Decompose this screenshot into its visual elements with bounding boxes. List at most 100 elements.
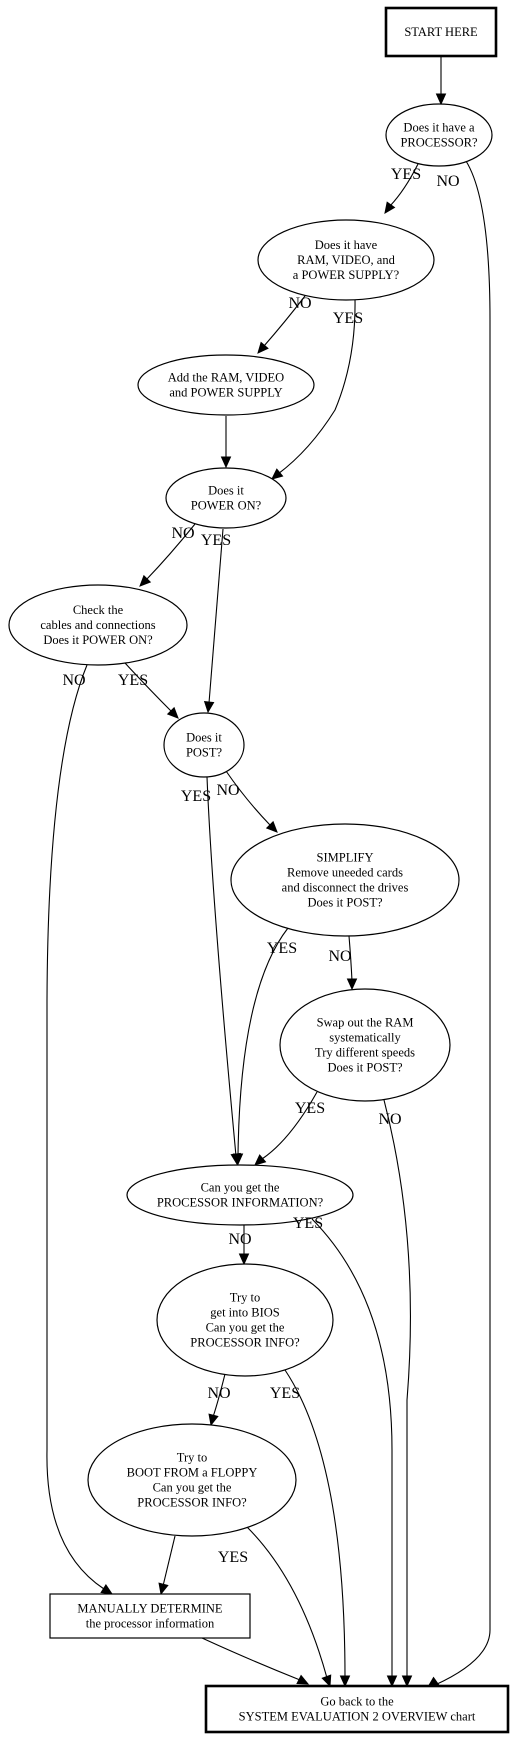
edge-line (383, 1099, 411, 1678)
edge-label-floppy-to-goback: YES (218, 1549, 248, 1566)
edge-processor-to-ram (384, 163, 419, 214)
goback-box (204, 1684, 510, 1734)
swap-ellipse (279, 988, 451, 1102)
start-box (384, 6, 498, 58)
edge-procinfo-to-bios (238, 1225, 250, 1266)
edge-processor-to-goback (427, 160, 491, 1688)
start-label-line-1: START HERE (404, 25, 478, 39)
goback-label-line-1: Go back to the (320, 1695, 394, 1709)
edge-swap-to-procinfo (254, 1091, 318, 1166)
edge-line (124, 662, 173, 713)
edge-power-to-post (203, 528, 224, 714)
edge-cables-to-post (124, 662, 179, 719)
edge-bios-to-goback (284, 1369, 351, 1688)
bios-label-line-3: Can you get the (206, 1321, 285, 1335)
arrowhead (166, 706, 179, 719)
manual-box (49, 1593, 251, 1639)
edge-line (434, 160, 491, 1686)
ram-label-line-2: RAM, VIDEO, and (297, 253, 395, 267)
processor-label-line-2: PROCESSOR? (400, 136, 478, 150)
arrowhead (384, 201, 396, 214)
bios-ellipse (156, 1263, 334, 1377)
manual-label-line-2: the processor information (86, 1617, 215, 1631)
cables-label-line-1: Check the (73, 603, 124, 617)
simplify-label-line-1: SIMPLIFY (317, 851, 374, 865)
edges-layer (46, 56, 491, 1688)
cables-label-line-3: Does it POWER ON? (43, 633, 153, 647)
edge-label-cables-to-post: YES (118, 672, 148, 689)
goback-label-line-2: SYSTEM EVALUATION 2 OVERVIEW chart (239, 1710, 476, 1724)
edge-line (261, 1091, 318, 1160)
processor-label-line-1: Does it have a (403, 121, 475, 135)
edge-simplify-to-swap (346, 935, 358, 991)
ram-ellipse (257, 219, 435, 301)
arrowhead (339, 1675, 351, 1688)
edge-label-bios-to-floppy: NO (207, 1385, 230, 1402)
arrowhead (238, 1253, 250, 1266)
edge-line (212, 1373, 226, 1418)
edge-label-cables-to-manual: NO (62, 672, 85, 689)
edge-cables-to-manual (46, 664, 114, 1595)
edge-simplify-to-procinfo (232, 927, 289, 1166)
edge-label-post-to-procinfo: YES (181, 788, 211, 805)
arrowhead (321, 1674, 332, 1688)
edge-label-swap-to-procinfo: YES (295, 1100, 325, 1117)
arrowhead (265, 820, 278, 833)
edge-ram-to-power (271, 298, 356, 480)
edge-floppy-to-manual (158, 1535, 176, 1596)
edge-label-power-to-post: YES (201, 532, 231, 549)
edge-line (389, 163, 419, 207)
edge-post-to-simplify (225, 770, 278, 833)
edge-line (206, 776, 237, 1157)
edge-line (348, 935, 353, 982)
edge-swap-to-goback (383, 1099, 413, 1688)
edge-post-to-procinfo (206, 776, 241, 1166)
arrowhead (254, 1154, 267, 1166)
floppy-label-line-2: BOOT FROM a FLOPPY (127, 1466, 258, 1480)
arrowhead (100, 1583, 114, 1595)
simplify-label-line-3: and disconnect the drives (282, 881, 409, 895)
procinfo-ellipse (126, 1164, 354, 1226)
edge-label-swap-to-goback: NO (378, 1111, 401, 1128)
power-ellipse (165, 467, 287, 529)
swap-label-line-4: Does it POST? (328, 1061, 403, 1075)
edge-line (201, 1637, 301, 1681)
arrowhead (232, 1153, 244, 1166)
edge-line (311, 1218, 393, 1678)
edge-label-post-to-simplify: NO (216, 782, 239, 799)
edge-bios-to-floppy (208, 1373, 226, 1427)
simplify-label-line-2: Remove uneeded cards (287, 866, 403, 880)
bios-label-line-1: Try to (230, 1291, 260, 1305)
arrowhead (271, 468, 284, 480)
floppy-ellipse (87, 1423, 297, 1537)
arrowhead (220, 456, 232, 469)
add-label-line-2: and POWER SUPPLY (169, 386, 282, 400)
procinfo-label-line-1: Can you get the (201, 1181, 280, 1195)
processor-ellipse (385, 103, 493, 167)
edge-procinfo-to-goback (311, 1218, 398, 1688)
edge-label-procinfo-to-bios: NO (228, 1231, 251, 1248)
power-label-line-2: POWER ON? (191, 499, 262, 513)
floppy-label-line-4: PROCESSOR INFO? (137, 1496, 247, 1510)
edge-label-processor-to-goback: NO (436, 173, 459, 190)
edge-floppy-to-goback (246, 1526, 332, 1688)
swap-label-line-2: systematically (329, 1031, 401, 1045)
edge-line (145, 523, 196, 581)
edge-add-to-power (220, 416, 232, 469)
edge-line (237, 927, 289, 1157)
edge-line (208, 528, 224, 704)
add-label-line-1: Add the RAM, VIDEO (168, 371, 284, 385)
arrowhead (296, 1674, 310, 1685)
arrowhead (401, 1675, 413, 1688)
edge-start-to-processor (435, 56, 447, 106)
